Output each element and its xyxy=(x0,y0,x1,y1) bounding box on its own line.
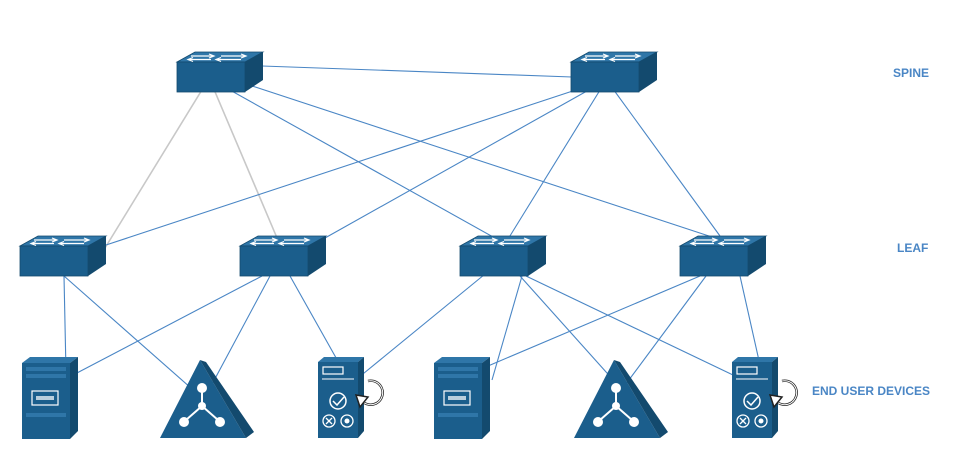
link-spine-switch-2-to-leaf-switch-3 xyxy=(504,81,606,245)
link-leaf-switch-2-to-backup-server-1 xyxy=(289,275,345,373)
link-leaf-switch-1-to-server-1 xyxy=(63,275,67,373)
backup-server-1-icon[interactable] xyxy=(316,355,384,440)
router-1-icon[interactable] xyxy=(159,359,255,439)
links-layer xyxy=(63,65,763,397)
leaf-switch-1-icon[interactable] xyxy=(19,235,107,277)
link-leaf-switch-1-to-router-1 xyxy=(63,275,201,397)
leaf-switch-4-icon[interactable] xyxy=(679,235,767,277)
leaf-tier-label: LEAF xyxy=(897,241,929,255)
link-spine-switch-1-to-leaf-switch-3 xyxy=(211,79,521,253)
leaf-switch-3-icon[interactable] xyxy=(459,235,547,277)
link-leaf-switch-3-to-server-2 xyxy=(491,275,523,381)
spine-tier-label: SPINE xyxy=(893,66,930,80)
link-leaf-switch-3-to-backup-server-1 xyxy=(357,269,491,379)
link-spine-switch-2-to-leaf-switch-1 xyxy=(105,81,601,246)
link-spine-switch-1-to-leaf-switch-4 xyxy=(239,81,716,239)
link-spine-switch-2-to-leaf-switch-4 xyxy=(607,81,721,237)
link-spine-switch-1-to-spine-switch-2 xyxy=(261,65,573,78)
link-leaf-switch-3-to-router-2 xyxy=(519,275,625,393)
link-spine-switch-1-to-leaf-switch-2 xyxy=(209,79,281,246)
link-leaf-switch-3-to-backup-server-2 xyxy=(525,275,757,387)
link-leaf-switch-2-to-router-1 xyxy=(209,275,271,389)
link-spine-switch-1-to-leaf-switch-1 xyxy=(104,79,209,249)
server-2-icon[interactable] xyxy=(433,356,491,440)
link-leaf-switch-4-to-server-2 xyxy=(487,275,701,367)
router-2-icon[interactable] xyxy=(573,359,669,439)
link-leaf-switch-2-to-server-1 xyxy=(74,275,263,375)
leaf-switch-2-icon[interactable] xyxy=(239,235,327,277)
end-user-devices-tier-label: END USER DEVICES xyxy=(812,384,931,398)
spine-switch-2-icon[interactable] xyxy=(570,51,658,93)
link-spine-switch-2-to-leaf-switch-2 xyxy=(324,81,604,239)
spine-switch-1-icon[interactable] xyxy=(176,51,264,93)
server-1-icon[interactable] xyxy=(21,356,79,440)
link-leaf-switch-4-to-router-2 xyxy=(619,275,707,393)
backup-server-2-icon[interactable] xyxy=(730,355,798,440)
